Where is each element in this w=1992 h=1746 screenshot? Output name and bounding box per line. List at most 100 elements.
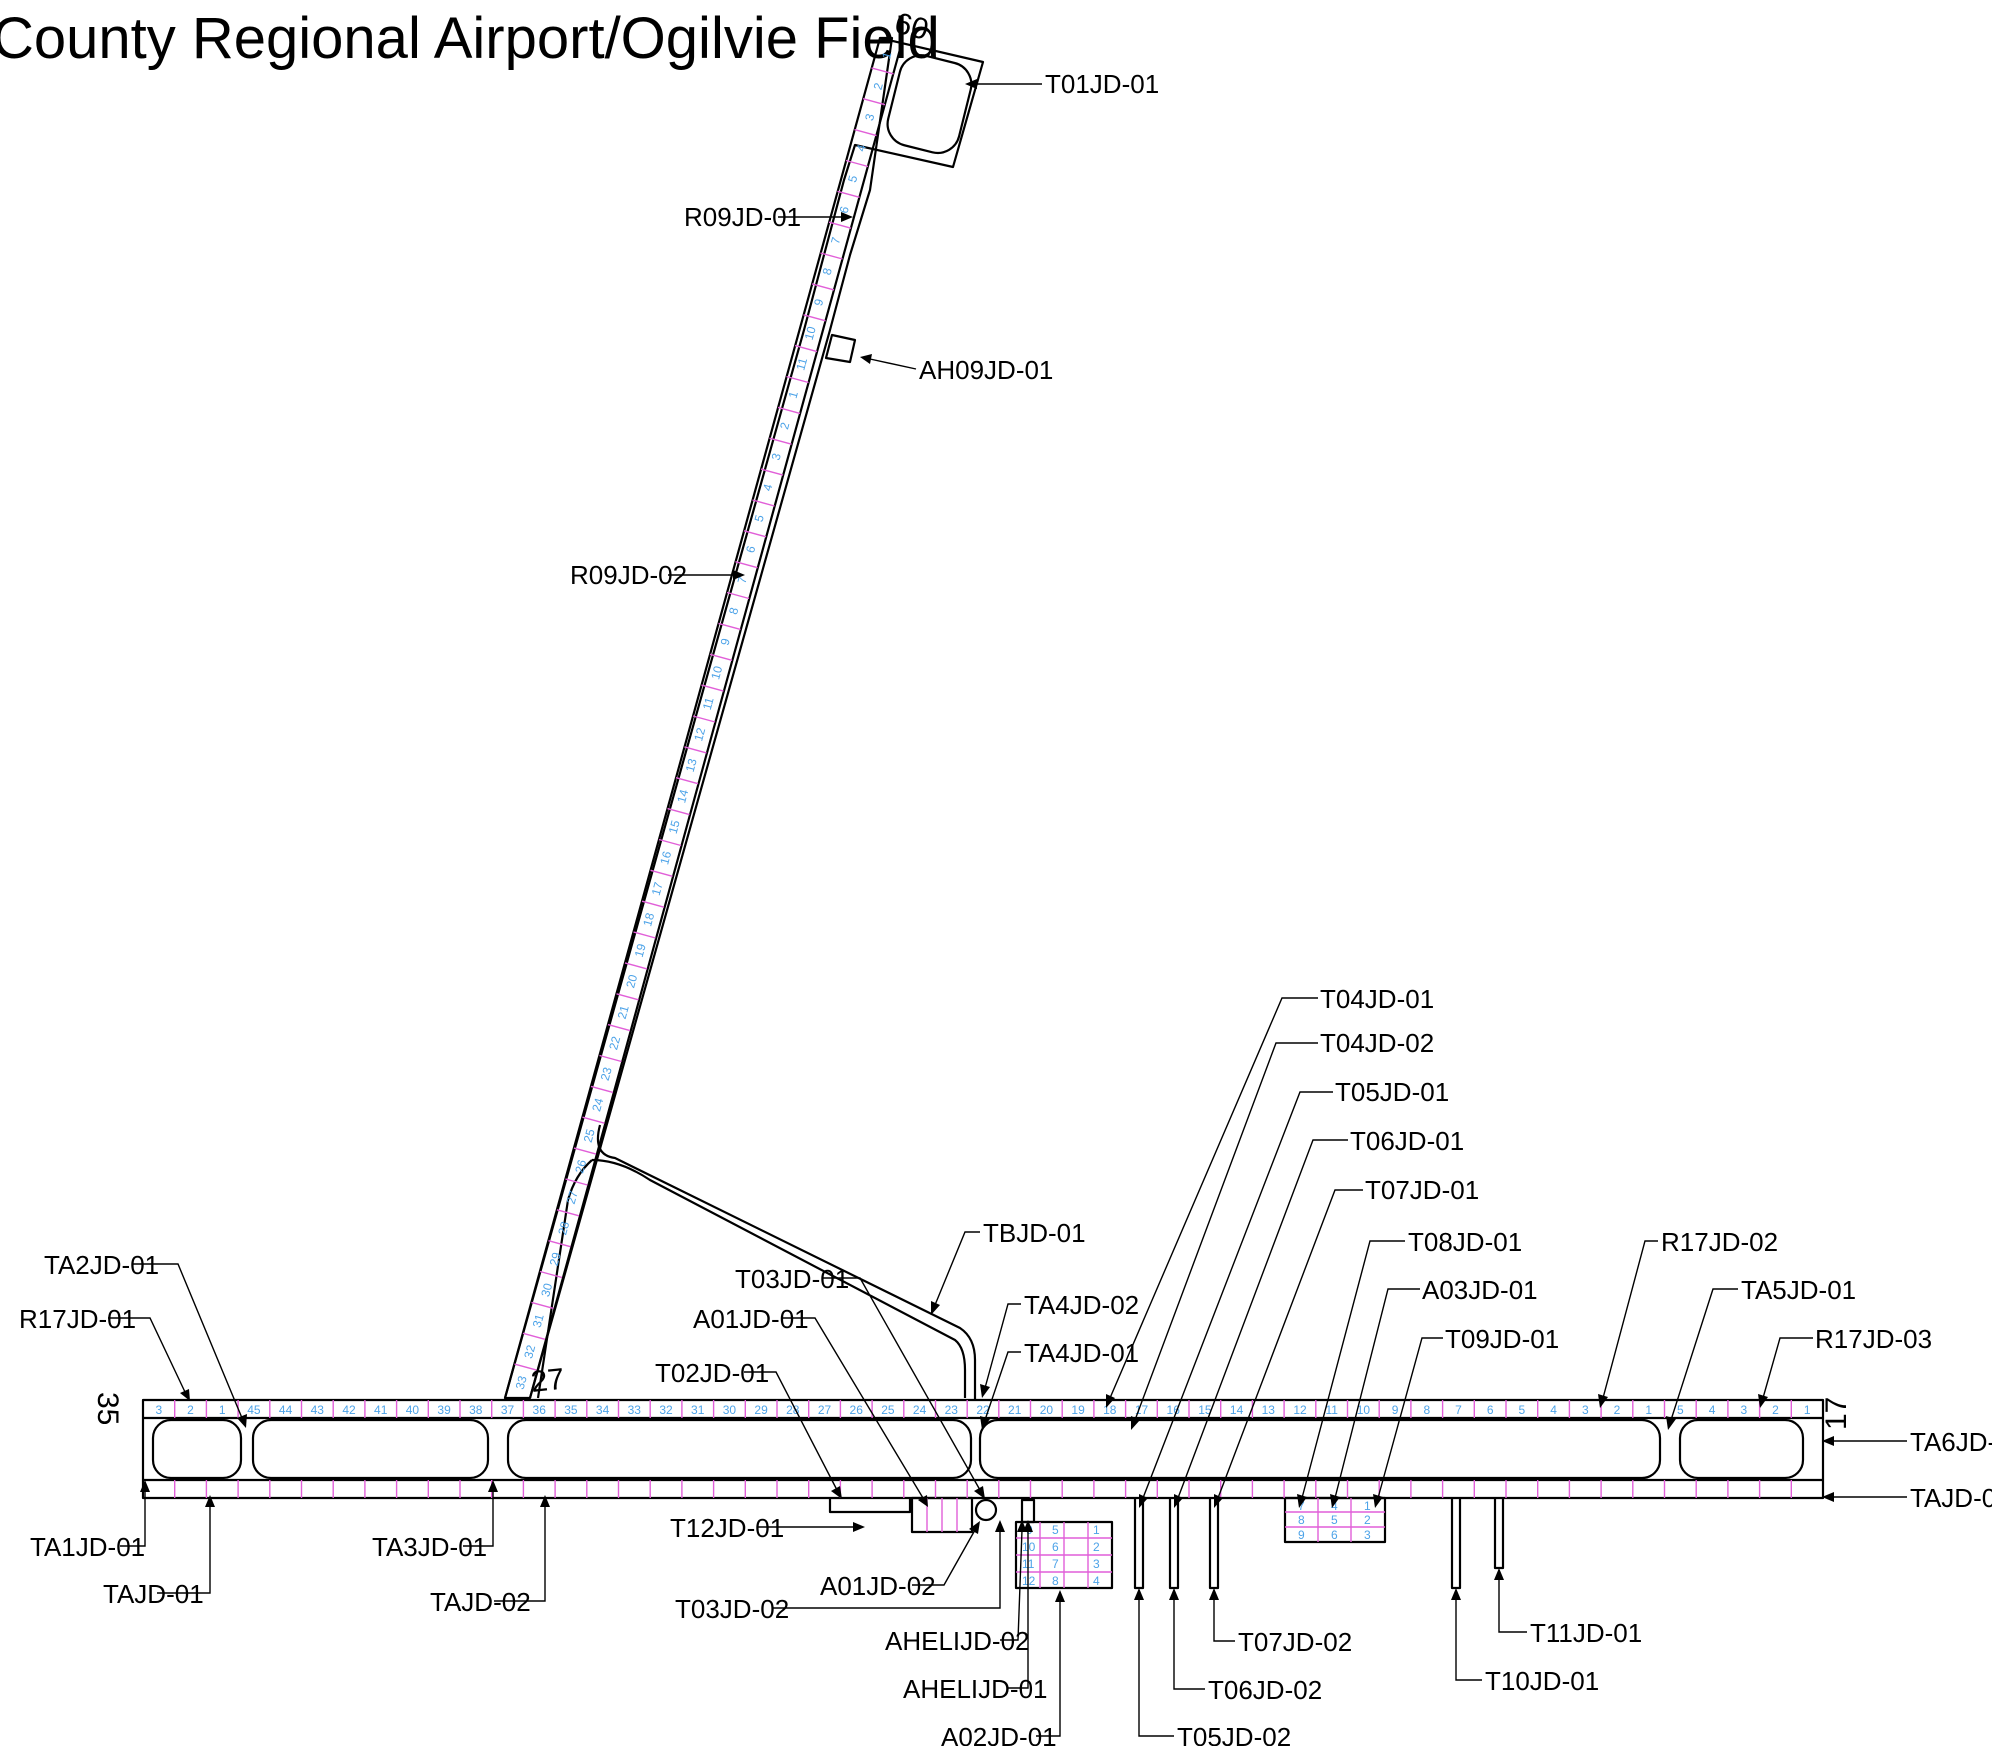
apron-a02-num: 6 xyxy=(1052,1540,1059,1554)
runway-section-number: 44 xyxy=(279,1403,293,1417)
runway-section-number: 7 xyxy=(1455,1403,1462,1417)
runway-section-number: 20 xyxy=(1040,1403,1054,1417)
diagonal-section-number: 22 xyxy=(606,1035,623,1052)
section-divider xyxy=(803,314,826,322)
runway-17-35 xyxy=(141,1398,1825,1500)
label-tajd-02: TAJD-02 xyxy=(430,1587,531,1617)
runway-section-number: 29 xyxy=(754,1403,768,1417)
diagonal-section-number: 5 xyxy=(752,513,767,523)
label-t06jd-01: T06JD-01 xyxy=(1350,1126,1464,1156)
label-t01jd-01: T01JD-01 xyxy=(1045,69,1159,99)
section-divider xyxy=(786,375,809,384)
apron-a02-num: 8 xyxy=(1052,1574,1059,1588)
apron-a03-numbers: 7 4 1 8 5 2 9 6 3 xyxy=(1298,1499,1371,1542)
diagonal-section-number: 1 xyxy=(879,50,894,60)
diagonal-section-number: 2 xyxy=(777,420,792,430)
apron-a03-num: 7 xyxy=(1298,1499,1305,1513)
section-divider xyxy=(582,1116,605,1124)
section-divider xyxy=(735,561,758,569)
runway-section-number: 2 xyxy=(187,1403,194,1417)
section-divider xyxy=(650,869,673,877)
diagonal-section-number: 3 xyxy=(769,451,784,461)
runway-section-number: 8 xyxy=(1423,1403,1430,1417)
taxiway-t07 xyxy=(1208,1498,1220,1590)
taxiway-tb-lower xyxy=(591,1158,967,1398)
section-divider xyxy=(514,1363,537,1371)
section-divider xyxy=(871,67,894,75)
diagonal-section-number: 7 xyxy=(735,575,750,585)
apron-a02-num: 1 xyxy=(1093,1523,1100,1537)
apron-a02-num: 5 xyxy=(1052,1523,1059,1537)
section-divider xyxy=(828,221,852,229)
pavement-labels: T01JD-01 R09JD-01 AH09JD-01 R09JD-02 T04… xyxy=(19,69,1992,1746)
runway-section-number: 43 xyxy=(311,1403,325,1417)
section-divider xyxy=(522,1332,546,1340)
diagonal-section-number: 8 xyxy=(820,266,835,276)
diagonal-section-number: 13 xyxy=(683,757,700,774)
diagonal-section-number: 4 xyxy=(760,482,775,492)
taxiway-tb-upper xyxy=(596,1124,977,1400)
runway-section-number: 33 xyxy=(628,1403,642,1417)
runway-section-number: 37 xyxy=(501,1403,515,1417)
section-divider xyxy=(862,98,886,106)
label-r09jd-01: R09JD-01 xyxy=(684,202,801,232)
runway-section-number: 39 xyxy=(437,1403,451,1417)
section-divider xyxy=(794,344,818,353)
runway-section-number: 15 xyxy=(1198,1403,1212,1417)
runway-section-number: 16 xyxy=(1167,1403,1181,1417)
runway-section-dividers xyxy=(173,1400,1793,1498)
runway-section-number: 5 xyxy=(1519,1403,1526,1417)
runway-section-number: 41 xyxy=(374,1403,388,1417)
diagonal-section-number: 24 xyxy=(589,1096,606,1113)
section-divider xyxy=(845,159,869,168)
diagonal-section-number: 5 xyxy=(845,174,860,184)
label-t03jd-02: T03JD-02 xyxy=(675,1594,789,1624)
section-divider xyxy=(701,684,724,692)
section-divider xyxy=(777,406,801,415)
section-divider xyxy=(565,1178,588,1186)
label-a03jd-01: A03JD-01 xyxy=(1422,1275,1538,1305)
runway-section-number: 17 xyxy=(1135,1403,1149,1417)
runway-9-27-right-edge xyxy=(528,41,904,1399)
label-ahelijd-02: AHELIJD-02 xyxy=(885,1626,1030,1656)
taxiway-t12 xyxy=(828,1498,912,1514)
diagonal-section-number: 27 xyxy=(564,1189,581,1206)
diagonal-section-number: 29 xyxy=(547,1251,564,1268)
runway-section-number: 4 xyxy=(1550,1403,1557,1417)
infield-island-5 xyxy=(1678,1418,1805,1480)
section-divider xyxy=(599,1054,622,1063)
apron-a02-num: 12 xyxy=(1022,1574,1036,1588)
infield-island-1 xyxy=(151,1418,243,1480)
section-divider xyxy=(743,530,767,538)
label-ta2jd-01: TA2JD-01 xyxy=(44,1250,159,1280)
diagonal-section-number: 28 xyxy=(555,1220,572,1237)
section-divider xyxy=(607,1023,631,1032)
runway-section-number: 10 xyxy=(1357,1403,1371,1417)
label-t04jd-02: T04JD-02 xyxy=(1320,1028,1434,1058)
runway-section-number: 40 xyxy=(406,1403,420,1417)
section-divider xyxy=(820,252,843,260)
diagonal-section-number: 32 xyxy=(521,1343,538,1360)
runway-section-number: 3 xyxy=(1582,1403,1589,1417)
label-a01jd-02: A01JD-02 xyxy=(820,1571,936,1601)
drawing-title: County Regional Airport/Ogilvie Field xyxy=(0,6,940,71)
section-divider xyxy=(811,283,835,291)
diagonal-section-number: 21 xyxy=(615,1004,632,1021)
pavement-outlines xyxy=(141,36,1825,1590)
label-tajd-03: TAJD-03 xyxy=(1910,1483,1992,1513)
diagonal-section-numbers: 1234567891011123456789101112131415161718… xyxy=(513,50,895,1391)
runway-section-number: 31 xyxy=(691,1403,705,1417)
section-divider xyxy=(760,468,784,476)
label-ta4jd-01: TA4JD-01 xyxy=(1024,1338,1139,1368)
apron-a03-num: 5 xyxy=(1331,1513,1338,1527)
diagonal-section-number: 20 xyxy=(623,973,640,990)
diagonal-section-number: 9 xyxy=(718,636,733,646)
diagonal-section-number: 18 xyxy=(640,911,657,928)
label-t09jd-01: T09JD-01 xyxy=(1445,1324,1559,1354)
runway-section-number: 13 xyxy=(1262,1403,1276,1417)
runway-section-number: 9 xyxy=(1392,1403,1399,1417)
label-t12jd-01: T12JD-01 xyxy=(670,1513,784,1543)
section-divider xyxy=(556,1209,580,1217)
diagonal-section-number: 9 xyxy=(811,297,826,307)
runway-section-number: 28 xyxy=(786,1403,800,1417)
